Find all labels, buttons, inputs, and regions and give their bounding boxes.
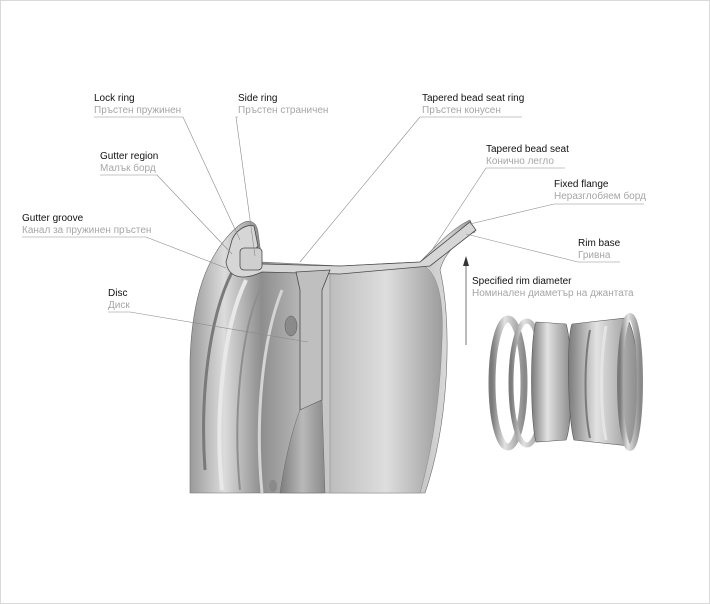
rim-diameter-arrowhead [463,256,469,266]
leader-tapered-bead-seat [431,167,565,251]
leader-disc [108,311,309,343]
label-tapered-bead-seat-bg: Конично легло [486,156,554,167]
leader-rim-base [465,233,620,263]
label-gutter-groove-bg: Канал за пружинен пръстен [22,225,152,236]
label-fixed-flange: Fixed flange Неразглобяем борд [554,180,646,202]
label-specified-rim-diameter: Specified rim diameter Номинален диаметъ… [472,277,634,299]
label-tapered-bead-seat-ring: Tapered bead seat ring Пръстен конусен [422,94,524,116]
label-side-ring: Side ring Пръстен страничен [238,94,328,116]
label-tapered-bead-seat-ring-bg: Пръстен конусен [422,105,501,116]
label-side-ring-bg: Пръстен страничен [238,105,329,116]
rim-groove-4 [257,289,284,494]
label-lock-ring-en: Lock ring [94,93,135,104]
label-lock-ring: Lock ring Пръстен пружинен [94,94,181,116]
label-disc-bg: Диск [108,300,130,311]
leader-fixed-flange [469,203,644,225]
label-disc: Disc Диск [108,289,130,311]
label-fixed-flange-bg: Неразглобяем борд [554,191,646,202]
leader-side-ring [235,116,256,257]
label-gutter-region: Gutter region Малък борд [100,152,158,174]
rim-cutaway [189,219,477,494]
label-tapered-bead-seat-ring-en: Tapered bead seat ring [422,93,525,104]
rim-inner-surface [329,263,443,494]
exploded-fixed-flange [617,313,643,451]
exploded-band-1 [584,329,591,439]
label-fixed-flange-en: Fixed flange [554,179,609,190]
label-side-ring-en: Side ring [238,93,278,104]
label-disc-en: Disc [108,288,128,299]
leader-lines [22,116,644,345]
leader-tapered-bead-seat-ring [299,116,522,263]
exploded-band-2 [600,325,608,441]
label-gutter-groove: Gutter groove Канал за пружинен пръстен [22,214,151,236]
leader-gutter-groove [22,236,227,269]
label-gutter-groove-en: Gutter groove [22,213,84,224]
disc-hole-1 [284,315,298,337]
exploded-lock-ring [488,315,528,451]
label-rim-base-bg: Гривна [578,250,611,261]
label-specified-rim-diameter-bg: Номинален диаметър на джантата [472,288,634,299]
rim-groove-3 [236,284,263,491]
label-rim-base-en: Rim base [578,238,621,249]
label-rim-base: Rim base Гривна [578,239,620,261]
label-tapered-bead-seat-en: Tapered bead seat [486,144,569,155]
disc-face [279,399,326,494]
rim-groove-2 [217,279,248,491]
label-lock-ring-bg: Пръстен пружинен [94,105,182,116]
exploded-view [488,313,643,451]
exploded-bead-seat-ring [531,321,572,443]
label-gutter-region-bg: Малък борд [100,163,156,174]
lock-ring-section [239,247,263,271]
leader-gutter-region [100,174,233,255]
disc-hole-2 [269,480,277,492]
leader-lock-ring [94,116,241,241]
label-tapered-bead-seat: Tapered bead seat Конично легло [486,145,569,167]
label-specified-rim-diameter-en: Specified rim diameter [472,276,572,287]
rim-groove-1 [202,271,234,471]
label-gutter-region-en: Gutter region [100,151,159,162]
rim-section-cut [225,221,477,278]
